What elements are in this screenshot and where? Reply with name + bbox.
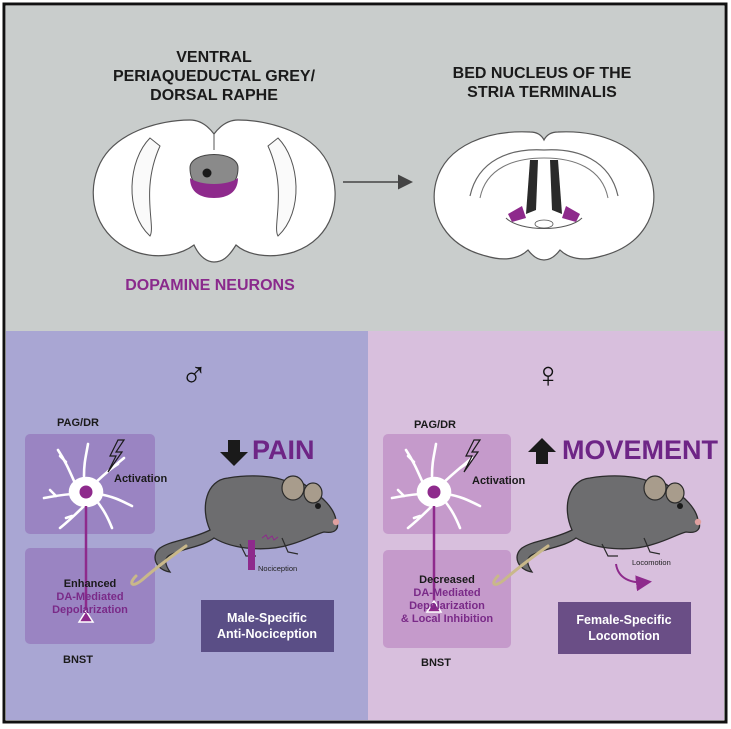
- nociception-label: Nociception: [258, 564, 298, 573]
- female-synapse: [425, 599, 443, 613]
- female-neuron-nucleus: [427, 485, 441, 499]
- dopamine-neurons-label: DOPAMINE NEURONS: [125, 277, 295, 294]
- female-symbol-icon: ♀: [534, 354, 562, 395]
- female-lightning-icon: [463, 439, 482, 473]
- male-result-box: [201, 600, 334, 652]
- male-result-text: Male-Specific Anti-Nociception: [217, 611, 317, 641]
- bnst-title: BED NUCLEUS OF THE STRIA TERMINALIS: [452, 65, 632, 101]
- female-result-text: Female-Specific Locomotion: [576, 613, 672, 643]
- midbrain-section: [92, 119, 336, 263]
- female-mouse-icon: [492, 475, 702, 586]
- movement-label: MOVEMENT: [562, 435, 719, 465]
- male-pag-label: PAG/DR: [57, 417, 99, 429]
- male-symbol-icon: ♂: [180, 354, 208, 395]
- male-synapse: [77, 609, 95, 623]
- female-activation-label: Activation: [472, 475, 526, 487]
- nociception-stimulus: [248, 540, 255, 570]
- pain-label: PAIN: [252, 435, 315, 465]
- down-arrow-icon: [220, 440, 248, 466]
- male-mouse-icon: [130, 475, 340, 586]
- female-bnst-label: BNST: [421, 657, 451, 669]
- male-bnst-effect: Enhanced DA-Mediated Depolarization: [52, 578, 128, 616]
- male-bnst-box: [25, 548, 155, 644]
- female-bnst-box: [383, 550, 511, 648]
- midbrain-title: VENTRAL PERIAQUEDUCTAL GREY/ DORSAL RAPH…: [112, 49, 316, 104]
- male-lightning-icon: [107, 439, 126, 473]
- forebrain-section: [433, 131, 655, 261]
- locomotion-arrow: [615, 563, 652, 592]
- female-bnst-effect: Decreased DA-Mediated Depolarization & L…: [400, 574, 494, 625]
- male-activation-label: Activation: [114, 473, 168, 485]
- up-arrow-icon: [528, 438, 556, 464]
- female-pag-label: PAG/DR: [414, 419, 456, 431]
- nociception-zigzag: [261, 534, 279, 541]
- male-neuron-nucleus: [79, 485, 93, 499]
- male-bnst-label: BNST: [63, 654, 93, 666]
- female-neuron: [390, 442, 482, 530]
- female-result-box: [558, 602, 691, 654]
- locomotion-label: Locomotion: [632, 558, 671, 567]
